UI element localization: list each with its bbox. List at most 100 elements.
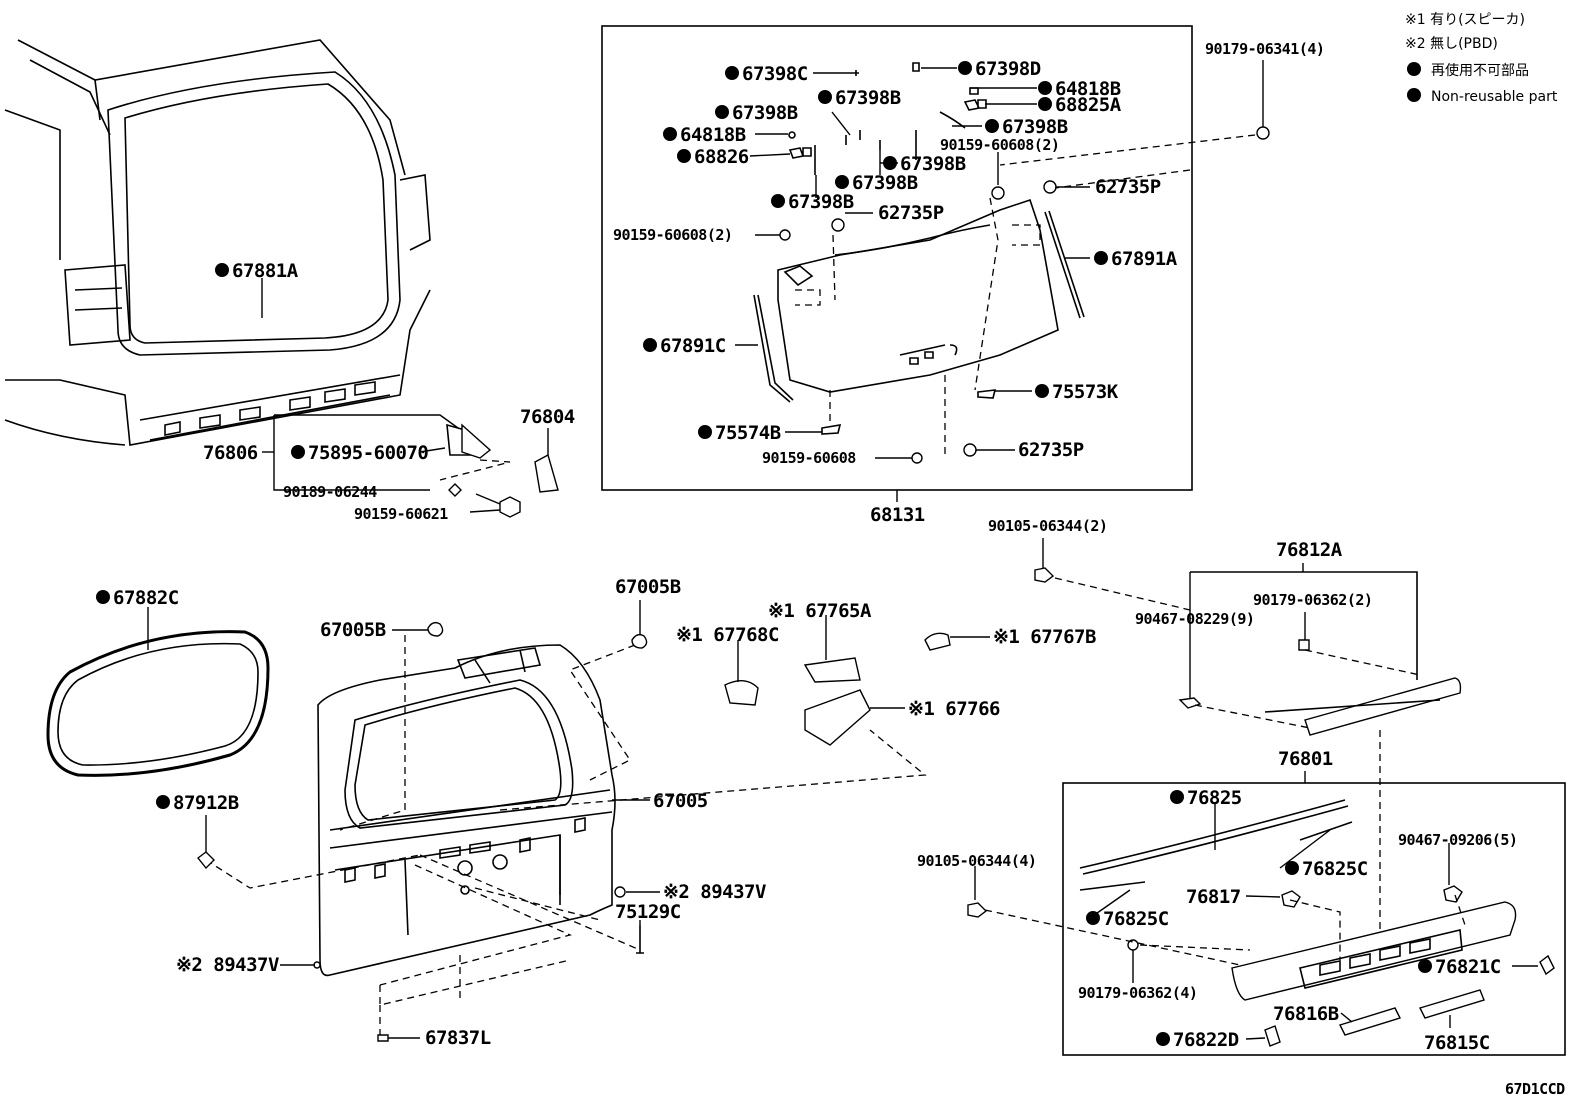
label-67891C: 67891C	[660, 335, 726, 357]
legend-note-2: ※2 無し(PBD)	[1405, 36, 1498, 52]
garnish-lower	[1079, 799, 1555, 1047]
bracket-76812A	[1190, 571, 1418, 680]
label-90189-06244: 90189-06244	[283, 483, 377, 501]
label-76825C-b: 76825C	[1103, 908, 1169, 930]
label-76815C: 76815C	[1424, 1032, 1490, 1054]
nonreusable-dot-icon	[725, 66, 739, 80]
legend: ※1 有り(スピーカ) ※2 無し(PBD) 再使用不可部品 Non-reusa…	[1405, 12, 1558, 105]
label-76821C: 76821C	[1435, 956, 1501, 978]
nonreusable-dot-icon	[215, 263, 229, 277]
label-67398D: 67398D	[975, 58, 1041, 80]
back-door-glass-assembly	[753, 198, 1085, 435]
leader-lines-garnish	[974, 804, 1538, 1040]
label-90159-60608-2b: 90159-60608(2)	[613, 226, 732, 244]
label-67398C: 67398C	[742, 63, 808, 85]
garnish-upper	[1264, 677, 1462, 736]
nonreusable-dot-icon	[715, 105, 729, 119]
label-67005B-a: 67005B	[320, 619, 386, 641]
dashed-leader	[419, 854, 641, 951]
dashed-leader	[339, 635, 406, 831]
label-75574B: 75574B	[715, 422, 781, 444]
label-90159-60621: 90159-60621	[354, 505, 448, 523]
label-90179-06362-2: 90179-06362(2)	[1253, 591, 1372, 609]
dashed-leader	[205, 854, 421, 889]
label-64818B-left: 64818B	[680, 124, 746, 146]
label-76822D: 76822D	[1173, 1029, 1239, 1051]
leader-lines-door	[205, 600, 990, 1039]
label-75573K: 75573K	[1052, 381, 1119, 403]
diagram-code: 67D1CCD	[1505, 1080, 1565, 1098]
label-67891A: 67891A	[1111, 248, 1178, 270]
label-75895-60070: 75895-60070	[308, 442, 428, 464]
label-89437V-left: ※2 89437V	[176, 954, 279, 976]
nonreusable-dot-icon	[1038, 81, 1052, 95]
back-door-glass	[46, 630, 270, 777]
dashed-leader	[379, 864, 572, 986]
label-68131: 68131	[870, 504, 925, 526]
dashed-leader	[974, 197, 999, 391]
label-67766: ※1 67766	[908, 698, 1000, 720]
label-76812A: 76812A	[1276, 539, 1343, 561]
dashed-leader	[999, 134, 1256, 166]
nonreusable-dot-icon	[1094, 251, 1108, 265]
label-90105-06344-4: 90105-06344(4)	[917, 852, 1036, 870]
legend-nonreusable-jp: 再使用不可部品	[1431, 62, 1529, 79]
mudguard-group	[262, 414, 559, 518]
legend-nonreusable-en: Non-reusable part	[1431, 89, 1558, 105]
dashed-leader	[474, 887, 601, 921]
nonreusable-dot-icon	[1170, 790, 1184, 804]
label-76825: 76825	[1187, 787, 1242, 809]
dashed-leader	[1054, 577, 1191, 611]
label-90159-60608-2a: 90159-60608(2)	[940, 136, 1059, 154]
nonreusable-dot-icon	[985, 119, 999, 133]
label-67881A: 67881A	[232, 260, 299, 282]
label-76801: 76801	[1278, 748, 1333, 770]
nonreusable-dot-icon	[698, 425, 712, 439]
nonreusable-dot-icon	[96, 590, 110, 604]
label-76806: 76806	[203, 442, 258, 464]
dashed-leader	[499, 729, 927, 811]
dashed-leader	[569, 644, 636, 781]
nonreusable-dot-icon	[677, 149, 691, 163]
nonreusable-dot-icon	[818, 90, 832, 104]
nut-icon	[1443, 885, 1463, 903]
label-67005: 67005	[653, 790, 708, 812]
label-90179-06362-4: 90179-06362(4)	[1078, 984, 1197, 1002]
nonreusable-dot-icon	[1407, 62, 1421, 76]
label-62735P-b: 62735P	[1095, 176, 1161, 198]
label-67882C: 67882C	[113, 587, 179, 609]
label-90467-08229: 90467-08229(9)	[1135, 610, 1254, 628]
dashed-leader	[1454, 894, 1466, 926]
dashed-leader	[984, 909, 1241, 966]
label-67398B-b: 67398B	[732, 102, 798, 124]
back-door-panel	[317, 644, 616, 977]
label-62735P-c: 62735P	[1018, 439, 1084, 461]
label-76825C-a: 76825C	[1302, 858, 1368, 880]
label-67767B: ※1 67767B	[993, 626, 1096, 648]
label-67398B-e: 67398B	[852, 172, 918, 194]
label-68826: 68826	[694, 146, 749, 168]
label-67765A: ※1 67765A	[768, 600, 872, 622]
dashed-leader	[832, 234, 836, 301]
label-75129C: 75129C	[615, 901, 681, 923]
nonreusable-dot-icon	[291, 445, 305, 459]
label-67398B-d: 67398B	[900, 153, 966, 175]
label-67837L: 67837L	[425, 1027, 491, 1049]
fasteners-door	[197, 621, 951, 1042]
nonreusable-dot-icon	[883, 156, 897, 170]
label-90467-09206: 90467-09206(5)	[1398, 831, 1517, 849]
nonreusable-dot-icon	[643, 338, 657, 352]
label-90159-60608: 90159-60608	[762, 449, 856, 467]
label-90105-06344-2: 90105-06344(2)	[988, 517, 1107, 535]
nonreusable-dot-icon	[1035, 384, 1049, 398]
dashed-leader	[1289, 899, 1341, 960]
nonreusable-dot-icon	[1086, 911, 1100, 925]
label-76804: 76804	[520, 406, 575, 428]
label-90179-06341: 90179-06341(4)	[1205, 40, 1324, 58]
label-76816B: 76816B	[1273, 1003, 1339, 1025]
label-64818B-right: 64818B	[1055, 78, 1121, 100]
dashed-leader	[1304, 649, 1421, 676]
leader-lines-68131	[735, 60, 1264, 459]
nonreusable-dot-icon	[156, 795, 170, 809]
